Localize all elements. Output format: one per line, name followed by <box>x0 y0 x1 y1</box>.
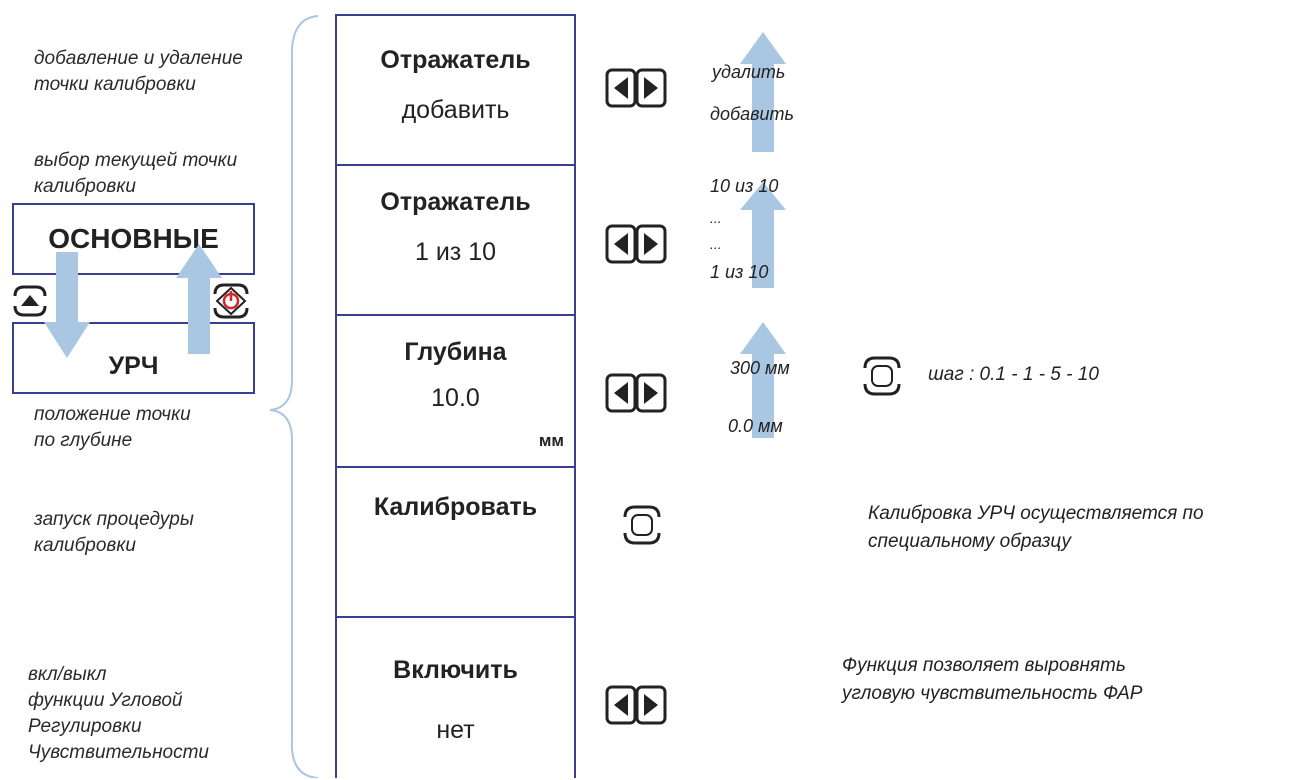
menu-item-title: Отражатель <box>380 188 531 216</box>
menu-item-depth[interactable]: Глубина 10.0 мм <box>337 316 574 468</box>
select-button-icon[interactable] <box>862 355 902 397</box>
note-line: положение точки <box>34 404 191 425</box>
range-label-dots: ... <box>710 210 722 226</box>
note-line: калибровки <box>34 176 136 197</box>
menu-item-enable[interactable]: Включить нет <box>337 618 574 780</box>
menu-item-reflector-index[interactable]: Отражатель 1 из 10 <box>337 166 574 316</box>
step-label: шаг : 0.1 - 1 - 5 - 10 <box>928 364 1099 385</box>
note-line: Чувствительности <box>28 742 209 763</box>
note-line: добавление и удаление <box>34 48 243 69</box>
power-button-icon[interactable] <box>212 282 250 320</box>
left-right-arrows-icon[interactable] <box>605 373 667 413</box>
up-arrow-icon <box>176 244 222 354</box>
menu-item-calibrate[interactable]: Калибровать <box>337 468 574 618</box>
note-toggle-function: вкл/выкл функции Угловой Регулировки Чув… <box>28 662 209 766</box>
menu-item-title: Калибровать <box>373 493 538 521</box>
menu-item-title: Включить <box>393 656 518 684</box>
range-label-top: удалить <box>712 62 786 82</box>
range-arrow-index-icon <box>740 182 786 288</box>
description-function: Функция позволяет выровнять угловую чувс… <box>842 652 1142 708</box>
note-line: Регулировки <box>28 716 142 737</box>
note-select-point: выбор текущей точки калибровки <box>34 148 237 200</box>
range-label-bottom: 1 из 10 <box>710 262 769 282</box>
up-button-icon[interactable] <box>12 284 48 318</box>
note-add-remove: добавление и удаление точки калибровки <box>34 46 243 98</box>
menu-item-value: 1 из 10 <box>414 238 497 266</box>
down-arrow-icon <box>44 252 90 358</box>
menu-item-value: нет <box>436 716 475 744</box>
select-button-icon[interactable] <box>622 504 662 546</box>
menu-item-title: Глубина <box>404 338 507 366</box>
menu-item-value: 10.0 <box>431 384 480 412</box>
menu-item-reflector-action[interactable]: Отражатель добавить <box>337 16 574 166</box>
note-line: запуск процедуры <box>34 509 194 530</box>
nav-box-main-label: ОСНОВНЫЕ <box>48 223 219 254</box>
description-line: Функция позволяет выровнять <box>842 655 1126 676</box>
menu-item-value: добавить <box>401 96 510 124</box>
note-line: функции Угловой <box>28 690 183 711</box>
curly-brace <box>269 15 319 778</box>
range-arrow-depth-icon <box>740 322 786 438</box>
left-right-arrows-icon[interactable] <box>605 224 667 264</box>
nav-box-urch-label: УРЧ <box>108 352 159 380</box>
range-arrow-action-icon <box>740 32 786 152</box>
description-line: Калибровка УРЧ осуществляется по <box>868 503 1204 524</box>
description-line: угловую чувствительность ФАР <box>842 683 1143 704</box>
note-line: выбор текущей точки <box>34 150 238 171</box>
nav-box-urch[interactable]: УРЧ <box>12 322 255 394</box>
nav-box-main[interactable]: ОСНОВНЫЕ <box>12 203 255 275</box>
note-line: вкл/выкл <box>28 664 107 685</box>
note-depth-position: положение точки по глубине <box>34 402 191 454</box>
range-label-top: 300 мм <box>730 358 790 378</box>
note-line: точки калибровки <box>34 74 196 95</box>
left-right-arrows-icon[interactable] <box>605 685 667 725</box>
range-label-dots: ... <box>710 236 722 252</box>
range-label-bottom: 0.0 мм <box>728 416 783 436</box>
description-calibration: Калибровка УРЧ осуществляется по специал… <box>868 500 1204 556</box>
description-line: специальному образцу <box>868 531 1072 552</box>
range-label-bottom: добавить <box>710 104 794 124</box>
note-line: калибровки <box>34 535 136 556</box>
left-right-arrows-icon[interactable] <box>605 68 667 108</box>
note-start-calibration: запуск процедуры калибровки <box>34 507 194 559</box>
menu-item-title: Отражатель <box>380 46 531 74</box>
menu-item-unit: мм <box>538 431 564 450</box>
menu-panel: Отражатель добавить Отражатель 1 из 10 Г… <box>335 14 576 778</box>
range-label-top: 10 из 10 <box>710 176 779 196</box>
note-line: по глубине <box>34 430 133 451</box>
